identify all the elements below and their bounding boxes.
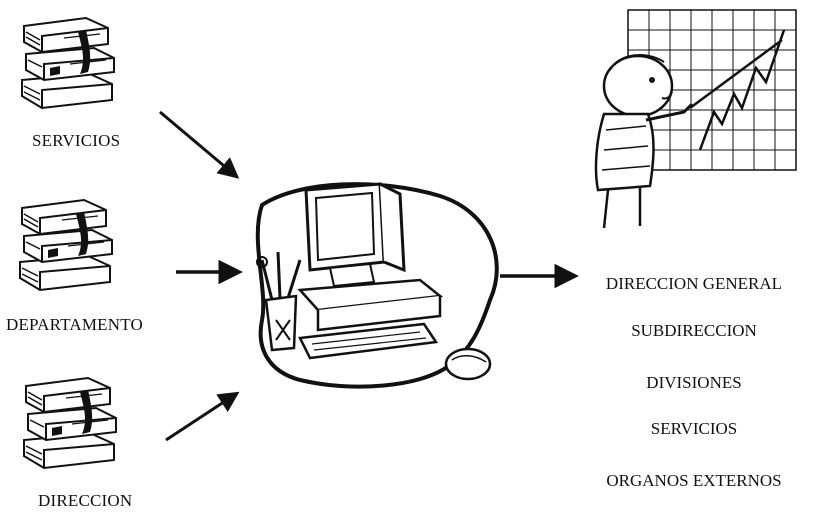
book-stack-icon-servicios <box>22 18 114 108</box>
source-label-servicios: SERVICIOS <box>32 131 120 151</box>
output-item: DIRECCION GENERAL <box>578 274 810 294</box>
book-stack-icon-departamento <box>20 200 112 290</box>
source-label-departamento: DEPARTAMENTO <box>6 315 143 335</box>
output-item: SERVICIOS <box>578 419 810 439</box>
arrow-direccion-to-computer <box>166 394 236 440</box>
output-item: ORGANOS EXTERNOS <box>578 471 810 491</box>
output-item: DIVISIONES <box>578 373 810 393</box>
computer-icon <box>257 184 497 387</box>
book-stack-icon-direccion <box>24 378 116 468</box>
arrow-servicios-to-computer <box>160 112 236 176</box>
output-item: SUBDIRECCION <box>578 321 810 341</box>
source-label-direccion: DIRECCION <box>38 491 132 511</box>
presenter-chart-icon <box>596 10 796 228</box>
